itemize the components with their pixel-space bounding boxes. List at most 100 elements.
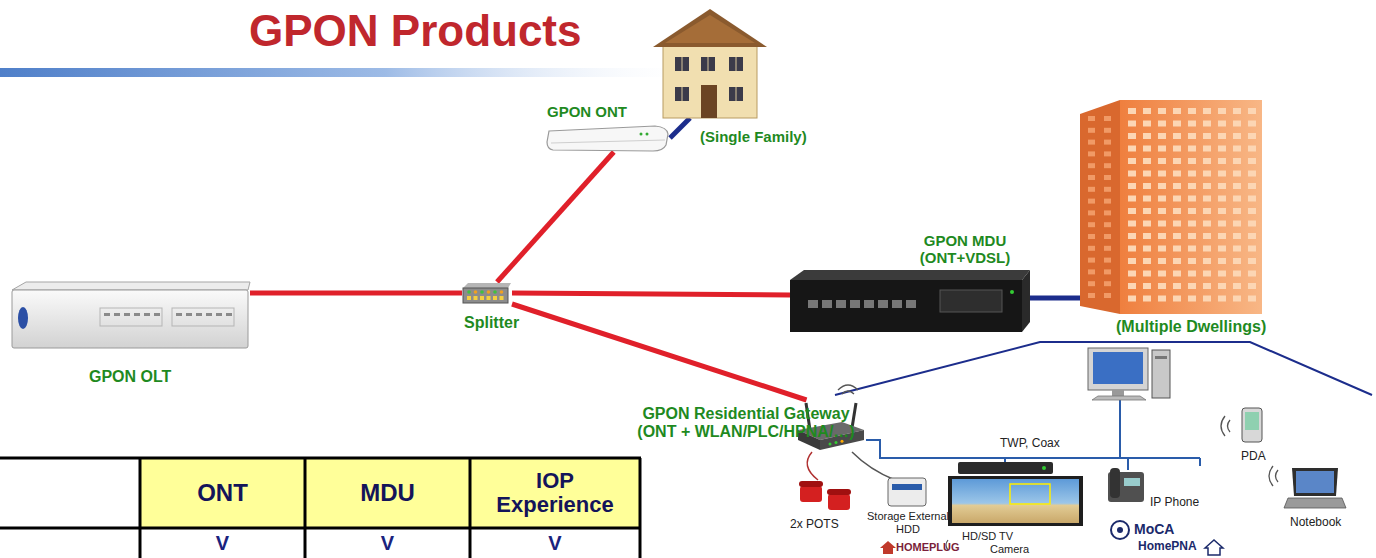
external-hdd-part bbox=[892, 484, 922, 490]
apartment-building-picture-part bbox=[1158, 271, 1166, 277]
apartment-building-picture-part bbox=[1158, 283, 1166, 289]
apartment-building-picture-part bbox=[1143, 133, 1151, 139]
apartment-building-picture-part bbox=[1158, 196, 1166, 202]
apartment-building-picture-part bbox=[1173, 183, 1181, 189]
olt-device-picture-part bbox=[196, 313, 202, 316]
desktop-computer-part bbox=[1155, 356, 1167, 359]
apartment-building-picture-part bbox=[1158, 146, 1166, 152]
pots-phones-part bbox=[827, 489, 851, 495]
device-label: Camera bbox=[990, 543, 1029, 556]
apartment-building-picture-part bbox=[1088, 199, 1095, 204]
ip-phone-part bbox=[1124, 478, 1140, 486]
optical-splitter-picture-part bbox=[474, 290, 478, 294]
table-check-cell: V bbox=[305, 529, 470, 557]
table-grid-part bbox=[470, 458, 640, 528]
desktop-computer-part bbox=[1088, 348, 1148, 390]
apartment-building-picture-part bbox=[1248, 221, 1256, 227]
apartment-building-picture-part bbox=[1188, 108, 1196, 114]
apartment-building-picture-part bbox=[1248, 133, 1256, 139]
apartment-building-picture-part bbox=[1158, 108, 1166, 114]
optical-splitter-picture-part bbox=[474, 296, 478, 300]
node-label: GPON ONT bbox=[547, 103, 627, 120]
dwelling-bracket-part bbox=[835, 342, 1372, 395]
apartment-building-picture-part bbox=[1188, 133, 1196, 139]
apartment-building-picture-part bbox=[1173, 296, 1181, 302]
pda-device-part bbox=[1245, 412, 1259, 430]
apartment-building-picture-part bbox=[1143, 121, 1151, 127]
node-label: (Single Family) bbox=[700, 128, 807, 145]
apartment-building-picture-part bbox=[1218, 158, 1226, 164]
apartment-building-picture-part bbox=[1104, 281, 1111, 286]
device-label: 2x POTS bbox=[790, 518, 839, 532]
apartment-building-picture-part bbox=[1158, 171, 1166, 177]
logo-text: MoCA bbox=[1134, 521, 1174, 537]
apartment-building-picture-part bbox=[1128, 296, 1136, 302]
olt-device-picture-part bbox=[104, 313, 110, 316]
ont-device-picture-part bbox=[547, 126, 668, 151]
node-label: GPON OLT bbox=[89, 368, 171, 386]
apartment-building-picture-part bbox=[1088, 210, 1095, 215]
mdu-device-picture-part bbox=[864, 300, 874, 308]
tv-screen bbox=[948, 476, 1083, 526]
apartment-building-picture-part bbox=[1233, 171, 1241, 177]
mdu-device-picture-part bbox=[836, 300, 846, 308]
apartment-building-picture-part bbox=[1218, 133, 1226, 139]
standard-logos-part bbox=[883, 548, 893, 554]
apartment-building-picture-part bbox=[1188, 246, 1196, 252]
single-family-house-picture-part bbox=[736, 87, 737, 101]
mdu-device-picture-part bbox=[850, 300, 860, 308]
single-family-house-picture bbox=[645, 5, 775, 118]
apartment-building-picture-part bbox=[1233, 258, 1241, 264]
single-family-house-picture-part bbox=[663, 43, 757, 118]
apartment-building-picture-part bbox=[1143, 258, 1151, 264]
desktop-computer-part bbox=[1112, 390, 1124, 396]
table-grid-part bbox=[469, 458, 472, 558]
apartment-building-picture-part bbox=[1104, 175, 1111, 180]
single-family-house-picture-part bbox=[729, 87, 743, 101]
pots-phones-part bbox=[828, 494, 850, 510]
cell-text: ONT bbox=[197, 480, 248, 506]
device-label: IP Phone bbox=[1150, 496, 1199, 510]
home-network-wiring-part bbox=[1119, 398, 1121, 458]
cell-text: V bbox=[381, 532, 394, 554]
apartment-building-picture-part bbox=[1104, 258, 1111, 263]
table-grid-part bbox=[0, 457, 641, 460]
node-label: (Multiple Dwellings) bbox=[1116, 318, 1266, 336]
apartment-building-picture-part bbox=[1188, 233, 1196, 239]
mdu-device-picture-part bbox=[1010, 290, 1014, 294]
olt-device-picture-part bbox=[18, 307, 28, 329]
apartment-building-picture-part bbox=[1158, 221, 1166, 227]
apartment-building-picture-part bbox=[1128, 183, 1136, 189]
apartment-building-picture-part bbox=[1248, 208, 1256, 214]
pots-phones-part bbox=[800, 486, 822, 502]
olt-device: GPON OLT bbox=[10, 280, 250, 350]
dwelling-bracket bbox=[835, 342, 1372, 395]
apartment-building-picture-part bbox=[1233, 196, 1241, 202]
mdu-device-picture-part bbox=[790, 280, 1022, 332]
apartment-building-picture-part bbox=[1188, 271, 1196, 277]
apartment-building-picture-part bbox=[1158, 258, 1166, 264]
single-family-house: (Single Family) bbox=[645, 5, 775, 118]
notebook-part bbox=[1292, 468, 1338, 496]
fiber-link bbox=[512, 304, 807, 400]
optical-splitter-picture-part bbox=[463, 283, 511, 288]
apartment-building-picture-part bbox=[1088, 187, 1095, 192]
mdu-device-picture-part bbox=[878, 300, 888, 308]
optical-splitter-picture-part bbox=[493, 290, 497, 294]
mdu-device: GPON MDU (ONT+VDSL) bbox=[790, 270, 1030, 332]
single-family-house-picture-part bbox=[736, 57, 737, 71]
single-family-house-picture-part bbox=[682, 87, 683, 101]
mdu-device-picture-part bbox=[940, 290, 1002, 312]
apartment-building-picture-part bbox=[1233, 283, 1241, 289]
apartment-building-picture-part bbox=[1248, 258, 1256, 264]
wireless-waves-part bbox=[842, 391, 854, 394]
mdu-device-picture-part bbox=[822, 300, 832, 308]
apartment-building-picture-part bbox=[1104, 187, 1111, 192]
apartment-building-picture-part bbox=[1248, 196, 1256, 202]
apartment-building-picture-part bbox=[1218, 233, 1226, 239]
home-network-wiring-part bbox=[852, 452, 895, 480]
olt-device-picture-part bbox=[144, 313, 150, 316]
apartment-building-picture-part bbox=[1233, 296, 1241, 302]
apartment-building-picture-part bbox=[1248, 158, 1256, 164]
single-family-house-picture-part bbox=[682, 57, 683, 71]
